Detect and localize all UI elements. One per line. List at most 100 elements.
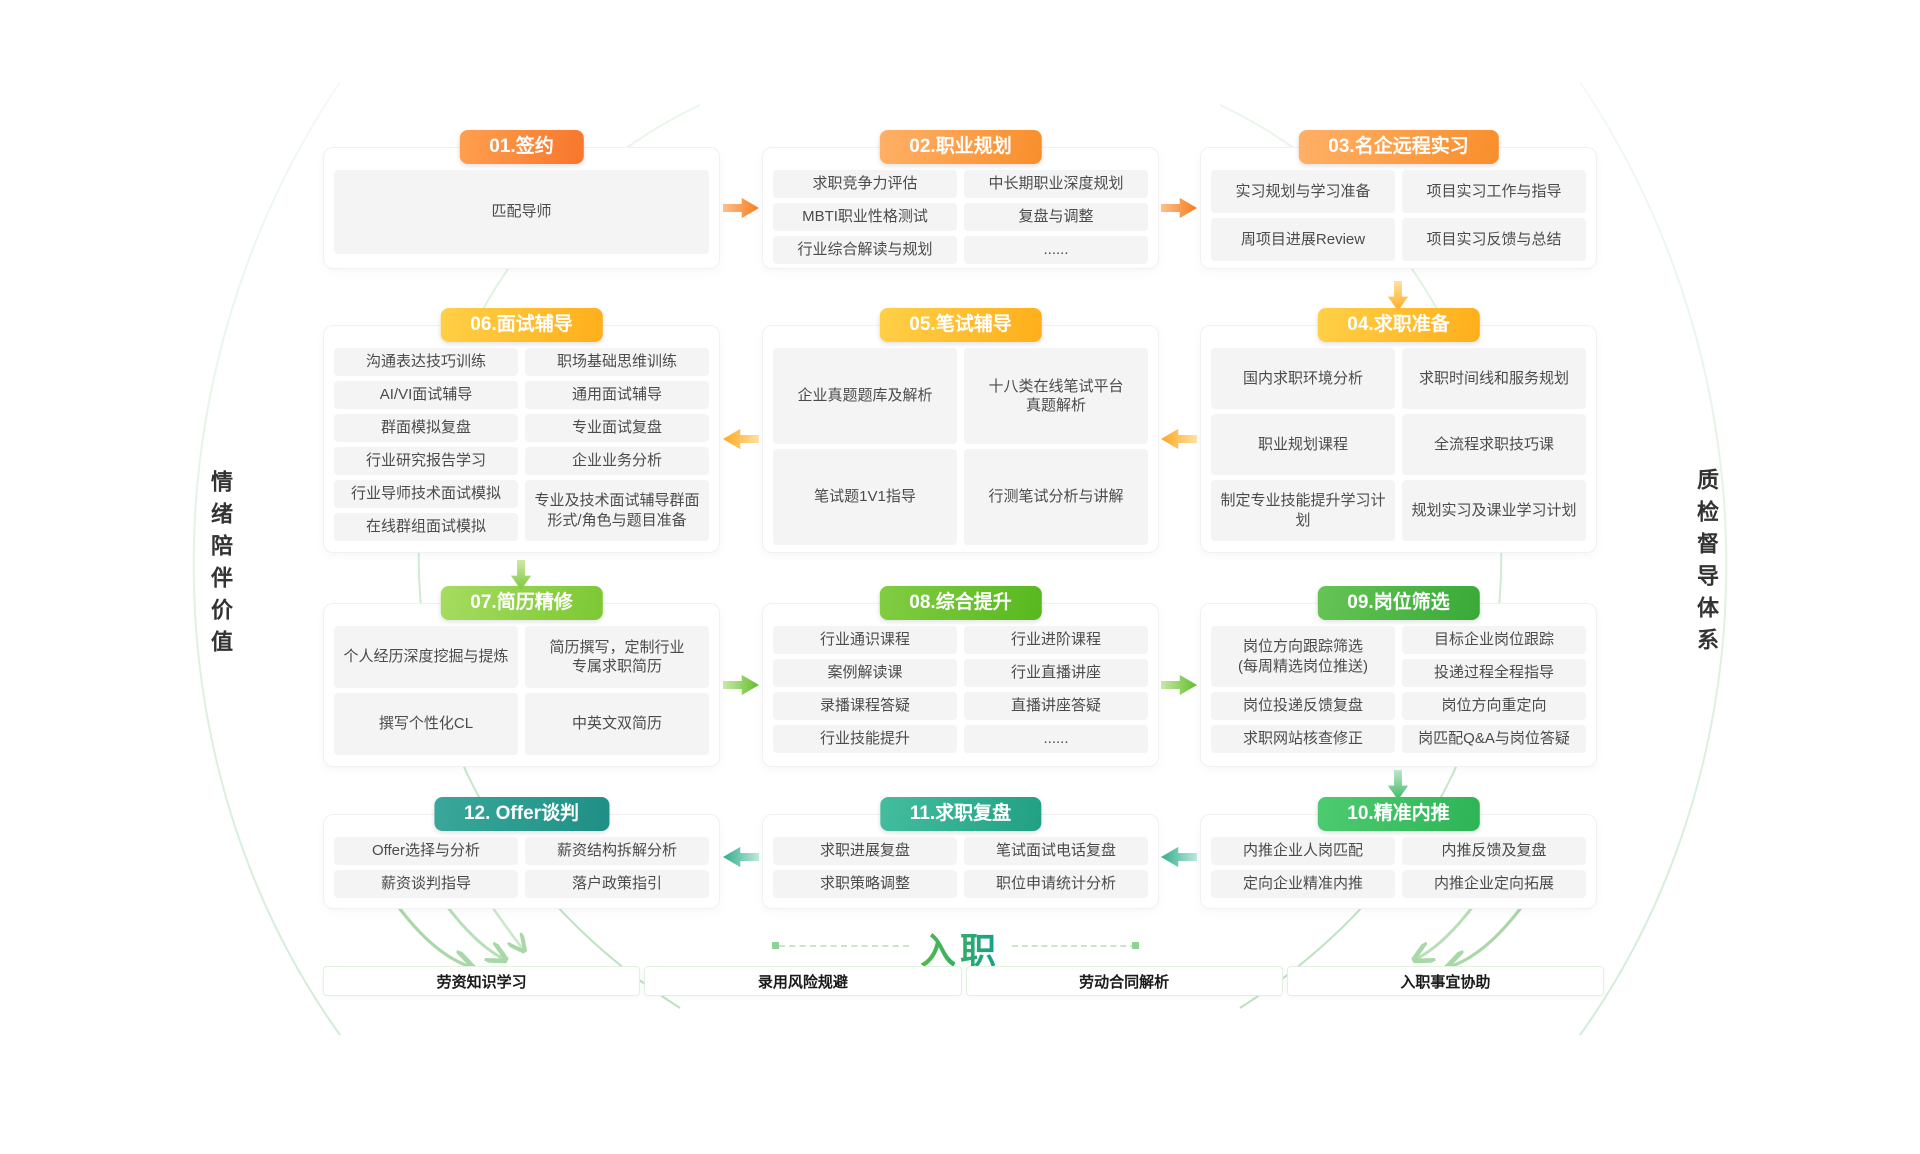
block-09-card: 岗位方向跟踪筛选 (每周精选岗位推送)目标企业岗位跟踪投递过程全程指导岗位投递反… — [1200, 603, 1597, 767]
service-item: 专业及技术面试辅导群面 形式/角色与题目准备 — [525, 480, 709, 541]
service-item: 实习规划与学习准备 — [1211, 170, 1395, 213]
service-item: 周项目进展Review — [1211, 218, 1395, 261]
service-item: 落户政策指引 — [525, 870, 709, 898]
service-item: 案例解读课 — [773, 659, 957, 687]
block-04-header: 04.求职准备 — [1317, 308, 1480, 342]
service-item: 中长期职业深度规划 — [964, 170, 1148, 198]
arrow-right-01-to-02-icon — [723, 197, 759, 219]
stage-block-12-offer-negotiation: Offer选择与分析薪资结构拆解分析薪资谈判指导落户政策指引 12. Offer… — [323, 797, 720, 909]
service-item: 内推反馈及复盘 — [1402, 837, 1586, 865]
block-01-header: 01.签约 — [459, 130, 584, 164]
dotted-line-right — [1012, 945, 1136, 947]
service-item: 直播讲座答疑 — [964, 692, 1148, 720]
service-item: 规划实习及课业学习计划 — [1402, 480, 1586, 541]
block-01-card: 匹配导师 — [323, 147, 720, 269]
service-item: 行业综合解读与规划 — [773, 236, 957, 264]
arrow-right-02-to-03-icon — [1161, 197, 1197, 219]
service-item: 行业技能提升 — [773, 725, 957, 753]
service-item: MBTI职业性格测试 — [773, 203, 957, 231]
right-side-label: 质检督导体系 — [1694, 468, 1719, 660]
service-item: 企业真题题库及解析 — [773, 348, 957, 444]
service-item: 行测笔试分析与讲解 — [964, 449, 1148, 545]
service-item: 行业直播讲座 — [964, 659, 1148, 687]
block-07-header: 07.简历精修 — [440, 586, 603, 620]
service-item: 通用面试辅导 — [525, 381, 709, 409]
service-item: 薪资谈判指导 — [334, 870, 518, 898]
service-item: AI/VI面试辅导 — [334, 381, 518, 409]
service-item: 职业规划课程 — [1211, 414, 1395, 475]
onboarding-item: 录用风险规避 — [644, 966, 962, 996]
service-item: 笔试题1V1指导 — [773, 449, 957, 545]
service-item: 目标企业岗位跟踪 — [1402, 626, 1586, 654]
service-item: 行业进阶课程 — [964, 626, 1148, 654]
service-item: 岗位方向跟踪筛选 (每周精选岗位推送) — [1211, 626, 1395, 687]
block-11-card: 求职进展复盘笔试面试电话复盘求职策略调整职位申请统计分析 — [762, 814, 1159, 909]
block-08-header: 08.综合提升 — [879, 586, 1042, 620]
service-item: 复盘与调整 — [964, 203, 1148, 231]
service-item: 简历撰写，定制行业 专属求职简历 — [525, 626, 709, 688]
service-item: 岗位投递反馈复盘 — [1211, 692, 1395, 720]
service-item: 岗位方向重定向 — [1402, 692, 1586, 720]
service-item: 职位申请统计分析 — [964, 870, 1148, 898]
onboarding-items-bar: 劳资知识学习录用风险规避劳动合同解析入职事宜协助 — [323, 966, 1604, 996]
left-side-label: 情绪陪伴价值 — [208, 470, 233, 662]
arrow-left-04-to-05-icon — [1161, 428, 1197, 450]
stage-block-09-position-screening: 岗位方向跟踪筛选 (每周精选岗位推送)目标企业岗位跟踪投递过程全程指导岗位投递反… — [1200, 586, 1597, 767]
stage-block-08-comprehensive-improvement: 行业通识课程行业进阶课程案例解读课行业直播讲座录播课程答疑直播讲座答疑行业技能提… — [762, 586, 1159, 767]
service-item: 中英文双简历 — [525, 693, 709, 755]
service-item: 定向企业精准内推 — [1211, 870, 1395, 898]
block-08-card: 行业通识课程行业进阶课程案例解读课行业直播讲座录播课程答疑直播讲座答疑行业技能提… — [762, 603, 1159, 767]
service-item: ...... — [964, 236, 1148, 264]
service-item: 项目实习工作与指导 — [1402, 170, 1586, 213]
onboarding-item: 劳资知识学习 — [323, 966, 641, 996]
service-item: 岗匹配Q&A与岗位答疑 — [1402, 725, 1586, 753]
service-item: 内推企业定向拓展 — [1402, 870, 1586, 898]
service-item: 个人经历深度挖掘与提炼 — [334, 626, 518, 688]
block-12-header: 12. Offer谈判 — [433, 797, 610, 831]
arrow-right-07-to-08-icon — [723, 674, 759, 696]
arrow-right-08-to-09-icon — [1161, 674, 1197, 696]
arrow-left-11-to-12-icon — [723, 846, 759, 868]
stage-block-10-precise-referral: 内推企业人岗匹配内推反馈及复盘定向企业精准内推内推企业定向拓展 10.精准内推 — [1200, 797, 1597, 909]
onboarding-title: 入职 — [920, 922, 1000, 974]
block-10-header: 10.精准内推 — [1317, 797, 1480, 831]
service-item: 匹配导师 — [334, 170, 709, 254]
service-item: 全流程求职技巧课 — [1402, 414, 1586, 475]
service-item: 在线群组面试模拟 — [334, 513, 518, 541]
service-item: 内推企业人岗匹配 — [1211, 837, 1395, 865]
onboarding-item: 入职事宜协助 — [1286, 966, 1604, 996]
stage-block-05-written-test-coaching: 企业真题题库及解析十八类在线笔试平台 真题解析笔试题1V1指导行测笔试分析与讲解… — [762, 308, 1159, 553]
block-05-header: 05.笔试辅导 — [879, 308, 1042, 342]
service-item: 十八类在线笔试平台 真题解析 — [964, 348, 1148, 444]
service-item: 制定专业技能提升学习计划 — [1211, 480, 1395, 541]
service-item: 笔试面试电话复盘 — [964, 837, 1148, 865]
arrow-down-09-to-10-icon — [1387, 770, 1409, 800]
service-item: 求职时间线和服务规划 — [1402, 348, 1586, 409]
service-item: 群面模拟复盘 — [334, 414, 518, 442]
block-02-header: 02.职业规划 — [879, 130, 1042, 164]
block-04-card: 国内求职环境分析求职时间线和服务规划职业规划课程全流程求职技巧课制定专业技能提升… — [1200, 325, 1597, 553]
service-item: 求职策略调整 — [773, 870, 957, 898]
service-item: ...... — [964, 725, 1148, 753]
service-item: 企业业务分析 — [525, 447, 709, 475]
service-item: 投递过程全程指导 — [1402, 659, 1586, 687]
stage-block-11-job-search-review: 求职进展复盘笔试面试电话复盘求职策略调整职位申请统计分析 11.求职复盘 — [762, 797, 1159, 909]
service-item: 求职竞争力评估 — [773, 170, 957, 198]
stage-block-01-signing: 匹配导师 01.签约 — [323, 130, 720, 269]
dotted-line-left-end-square — [772, 942, 779, 949]
service-item: 录播课程答疑 — [773, 692, 957, 720]
dotted-line-left — [779, 945, 909, 947]
service-item: 沟通表达技巧训练 — [334, 348, 518, 376]
block-03-header: 03.名企远程实习 — [1298, 130, 1499, 164]
block-09-header: 09.岗位筛选 — [1317, 586, 1480, 620]
service-item: Offer选择与分析 — [334, 837, 518, 865]
